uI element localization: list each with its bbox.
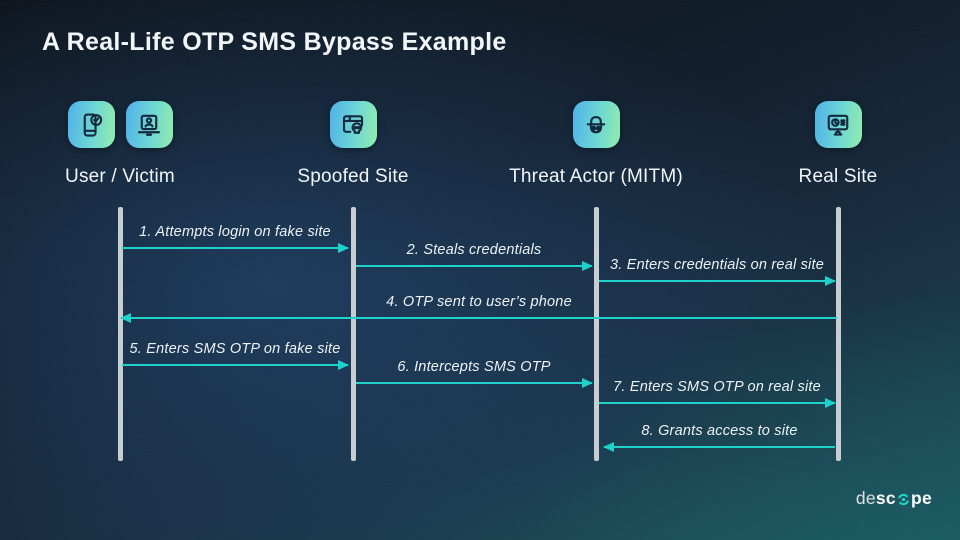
message-line — [599, 402, 835, 404]
phone-check-icon — [67, 101, 115, 148]
arrowhead-right-icon — [582, 378, 593, 388]
message-step-4: 4. OTP sent to user’s phone — [120, 278, 837, 323]
message-step-7: 7. Enters SMS OTP on real site — [599, 363, 836, 408]
logo-text-bold: pe — [910, 488, 932, 508]
arrowhead-right-icon — [582, 261, 593, 271]
arrowhead-left-icon — [120, 313, 131, 323]
arrowhead-right-icon — [825, 398, 836, 408]
actor-label: Spoofed Site — [297, 166, 409, 187]
monitor-clock-icon — [814, 101, 862, 148]
message-line — [604, 446, 835, 448]
arrowhead-right-icon — [825, 276, 836, 286]
message-label: 5. Enters SMS OTP on fake site — [129, 341, 341, 357]
actor-label: Real Site — [798, 166, 878, 187]
logo-text-bold: sc — [875, 488, 896, 508]
lifeline-threat-actor — [593, 207, 599, 461]
message-label: 7. Enters SMS OTP on real site — [613, 379, 821, 395]
message-line — [122, 364, 348, 366]
message-label: 4. OTP sent to user’s phone — [386, 294, 572, 310]
message-step-5: 5. Enters SMS OTP on fake site — [122, 325, 349, 370]
arrowhead-right-icon — [338, 360, 349, 370]
browser-skull-icon — [329, 101, 377, 148]
actor-label: User / Victim — [65, 166, 175, 187]
page-title: A Real-Life OTP SMS Bypass Example — [42, 28, 507, 56]
message-step-6: 6. Intercepts SMS OTP — [356, 343, 593, 388]
lifeline-real-site — [835, 207, 841, 461]
message-step-1: 1. Attempts login on fake site — [122, 208, 349, 253]
message-line — [599, 280, 835, 282]
actor-spoofed-site: Spoofed Site — [233, 101, 473, 188]
message-step-2: 2. Steals credentials — [356, 226, 593, 271]
arrowhead-right-icon — [338, 243, 349, 253]
lifeline-spoofed-site — [350, 207, 356, 461]
actor-threat-actor: Threat Actor (MITM) — [476, 101, 716, 188]
actor-real-site: Real Site — [718, 101, 958, 188]
message-line — [356, 265, 592, 267]
arrowhead-left-icon — [603, 442, 614, 452]
message-label: 1. Attempts login on fake site — [139, 224, 331, 240]
message-line — [121, 317, 837, 319]
descope-o-icon — [897, 493, 910, 505]
lifeline-user-victim — [117, 207, 123, 461]
message-step-8: 8. Grants access to site — [603, 407, 835, 452]
message-label: 3. Enters credentials on real site — [610, 257, 824, 273]
actor-label: Threat Actor (MITM) — [509, 166, 683, 187]
message-label: 8. Grants access to site — [641, 423, 798, 439]
message-label: 2. Steals credentials — [406, 242, 542, 258]
message-step-3: 3. Enters credentials on real site — [599, 241, 836, 286]
laptop-user-icon — [125, 101, 173, 148]
message-line — [122, 247, 348, 249]
logo-text-light: de — [855, 488, 876, 508]
actor-user-victim: User / Victim — [0, 101, 240, 188]
message-label: 6. Intercepts SMS OTP — [397, 359, 551, 375]
spy-icon — [572, 101, 620, 148]
message-line — [356, 382, 592, 384]
